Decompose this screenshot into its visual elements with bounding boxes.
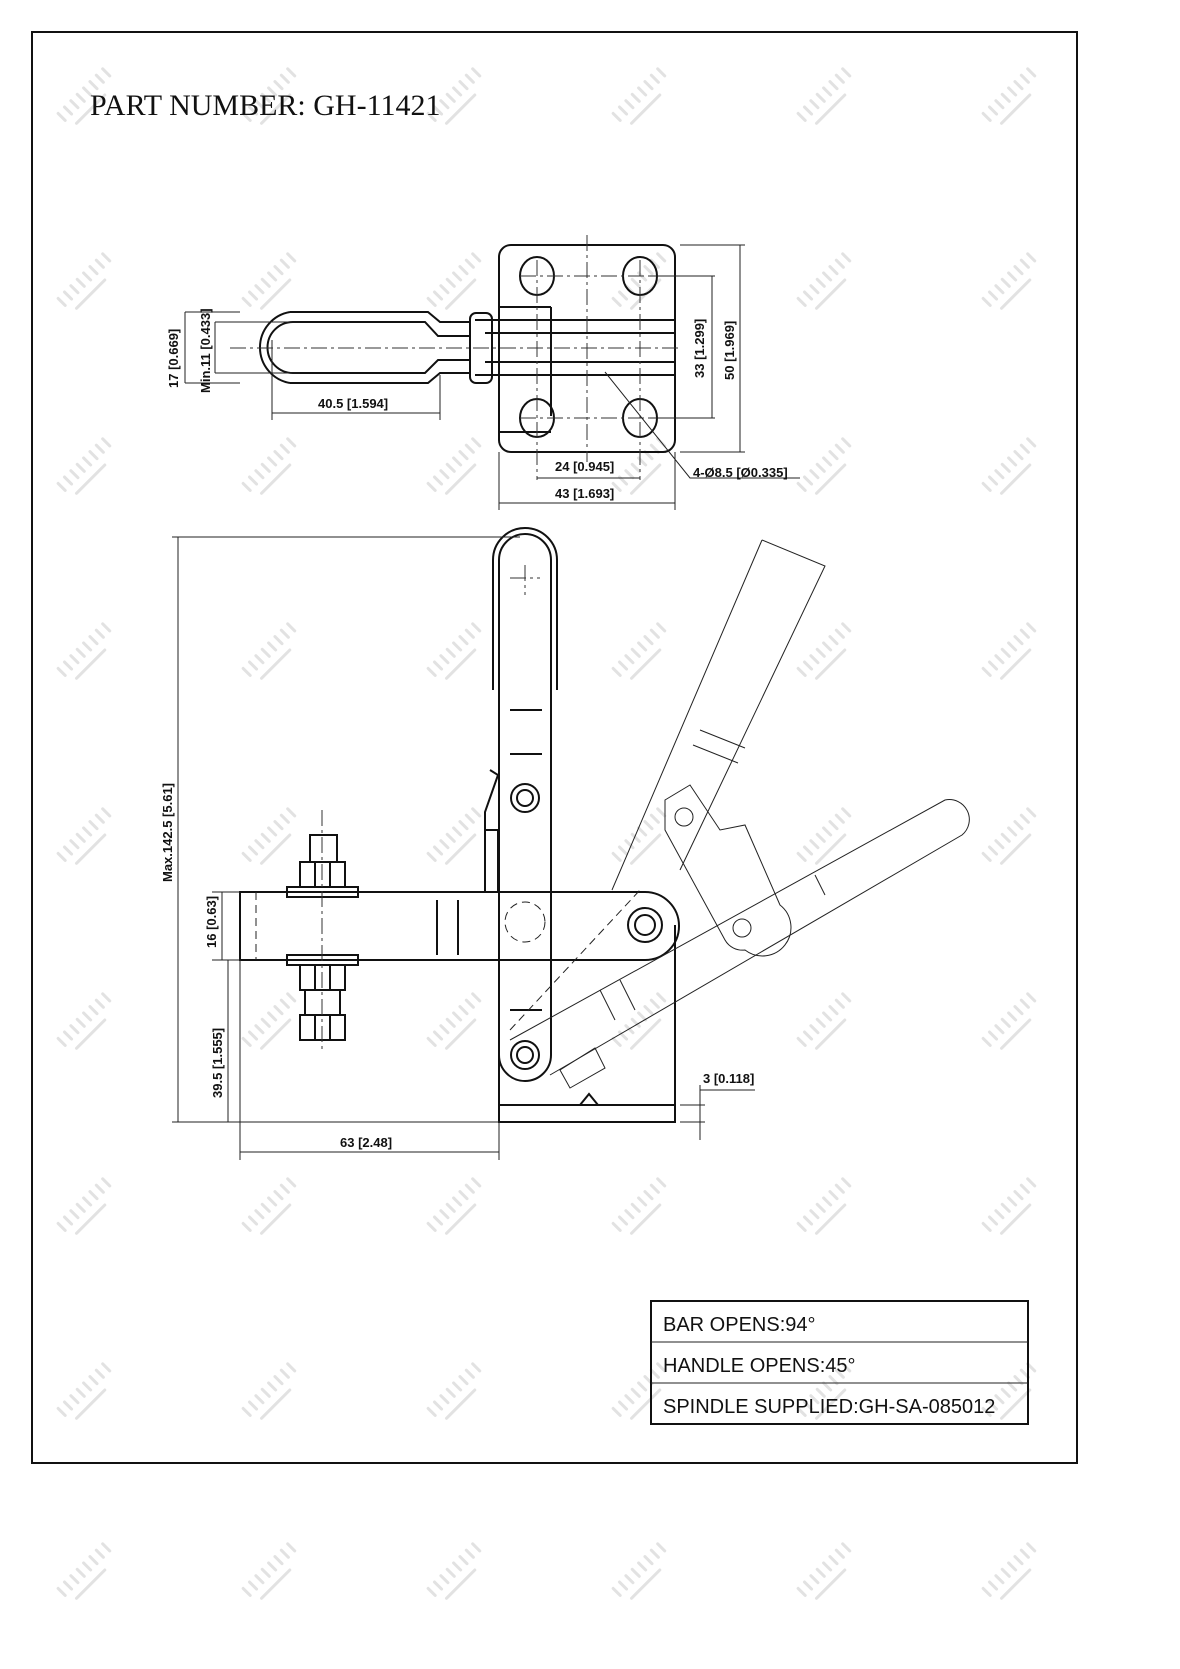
watermark-logo — [241, 622, 297, 680]
watermark-logo — [981, 437, 1037, 495]
watermark-logo — [796, 1362, 852, 1420]
dim-plate-width: 43 [1.693] — [555, 486, 614, 501]
watermark-logo — [796, 622, 852, 680]
dim-bar-height: 39.5 [1.555] — [210, 1028, 225, 1098]
watermark-logo — [426, 807, 482, 865]
watermark-logo — [981, 622, 1037, 680]
watermark-logo — [981, 992, 1037, 1050]
spec-handle-opens: HANDLE OPENS:45° — [663, 1355, 856, 1377]
watermark-logo — [241, 992, 297, 1050]
base — [498, 890, 676, 1123]
watermark-logo — [426, 252, 482, 310]
watermark-logo — [611, 1362, 667, 1420]
part-number-title: PART NUMBER: GH-11421 — [90, 89, 440, 122]
side-view: Max.142.5 [5.61] 16 [0.63] 39.5 [1.555] … — [160, 527, 970, 1160]
watermark-logo — [426, 1542, 482, 1600]
watermark-logo — [56, 807, 112, 865]
watermark-logo — [796, 807, 852, 865]
watermark-logo — [241, 807, 297, 865]
dim-width-17: 17 [0.669] — [166, 329, 181, 388]
watermark-logo — [611, 622, 667, 680]
dim-handle-length: 40.5 [1.594] — [318, 396, 388, 411]
dim-bar-reach: 63 [2.48] — [340, 1135, 392, 1150]
watermark-logo — [796, 437, 852, 495]
watermark-logo — [241, 1542, 297, 1600]
watermark-logo — [241, 1362, 297, 1420]
watermark-logo — [56, 622, 112, 680]
watermark-logo — [981, 1362, 1037, 1420]
dim-base-offset: 3 [0.118] — [703, 1071, 754, 1086]
watermark-logo — [981, 1177, 1037, 1235]
spec-spindle: SPINDLE SUPPLIED:GH-SA-085012 — [663, 1396, 995, 1418]
handle — [498, 533, 552, 1082]
dim-bar-thickness: 16 [0.63] — [204, 896, 219, 948]
watermark-logo — [241, 67, 297, 125]
handle — [290, 311, 470, 384]
watermark-logo — [981, 1542, 1037, 1600]
watermark-logo — [426, 1177, 482, 1235]
watermark-logo — [611, 437, 667, 495]
spindle — [286, 810, 359, 1050]
watermark-logo — [241, 252, 297, 310]
watermark-logo — [56, 437, 112, 495]
watermark-logo — [981, 252, 1037, 310]
spec-table: BAR OPENS:94° HANDLE OPENS:45° SPINDLE S… — [650, 1300, 1029, 1425]
watermark-logo — [56, 67, 112, 125]
watermark-logo — [796, 252, 852, 310]
dim-hole-pitch-v: 33 [1.299] — [692, 319, 707, 378]
dim-plate-height: 50 [1.969] — [722, 321, 737, 380]
dim-hole-pitch-h: 24 [0.945] — [555, 459, 614, 474]
watermark-logo — [796, 992, 852, 1050]
clamp-bar — [475, 319, 675, 376]
watermark-layer — [56, 67, 1037, 1600]
open-positions — [509, 539, 970, 1089]
watermark-logo — [241, 437, 297, 495]
watermark-logo — [796, 67, 852, 125]
sheet-border — [31, 31, 1078, 1464]
watermark-logo — [796, 1177, 852, 1235]
latch — [484, 769, 500, 892]
top-view: 17 [0.669] Min.11 [0.433] 40.5 [1.594] 3… — [166, 235, 800, 510]
watermark-logo — [611, 1177, 667, 1235]
watermark-logo — [56, 992, 112, 1050]
watermark-logo — [611, 1542, 667, 1600]
spec-bar-opens: BAR OPENS:94° — [663, 1314, 816, 1336]
dim-min-11: Min.11 [0.433] — [198, 308, 213, 393]
watermark-logo — [56, 1177, 112, 1235]
dim-holes: 4-Ø8.5 [Ø0.335] — [693, 465, 788, 480]
watermark-logo — [426, 622, 482, 680]
watermark-logo — [981, 67, 1037, 125]
watermark-logo — [611, 992, 667, 1050]
watermark-logo — [611, 67, 667, 125]
watermark-logo — [611, 252, 667, 310]
clamp-bar — [239, 891, 680, 961]
watermark-logo — [56, 252, 112, 310]
watermark-logo — [796, 1542, 852, 1600]
watermark-logo — [241, 1177, 297, 1235]
watermark-logo — [981, 807, 1037, 865]
watermark-logo — [426, 1362, 482, 1420]
watermark-logo — [611, 807, 667, 865]
watermark-logo — [426, 67, 482, 125]
watermark-logo — [56, 1542, 112, 1600]
watermark-logo — [56, 1362, 112, 1420]
watermark-logo — [426, 437, 482, 495]
watermark-logo — [426, 992, 482, 1050]
dim-max-height: Max.142.5 [5.61] — [160, 783, 175, 882]
